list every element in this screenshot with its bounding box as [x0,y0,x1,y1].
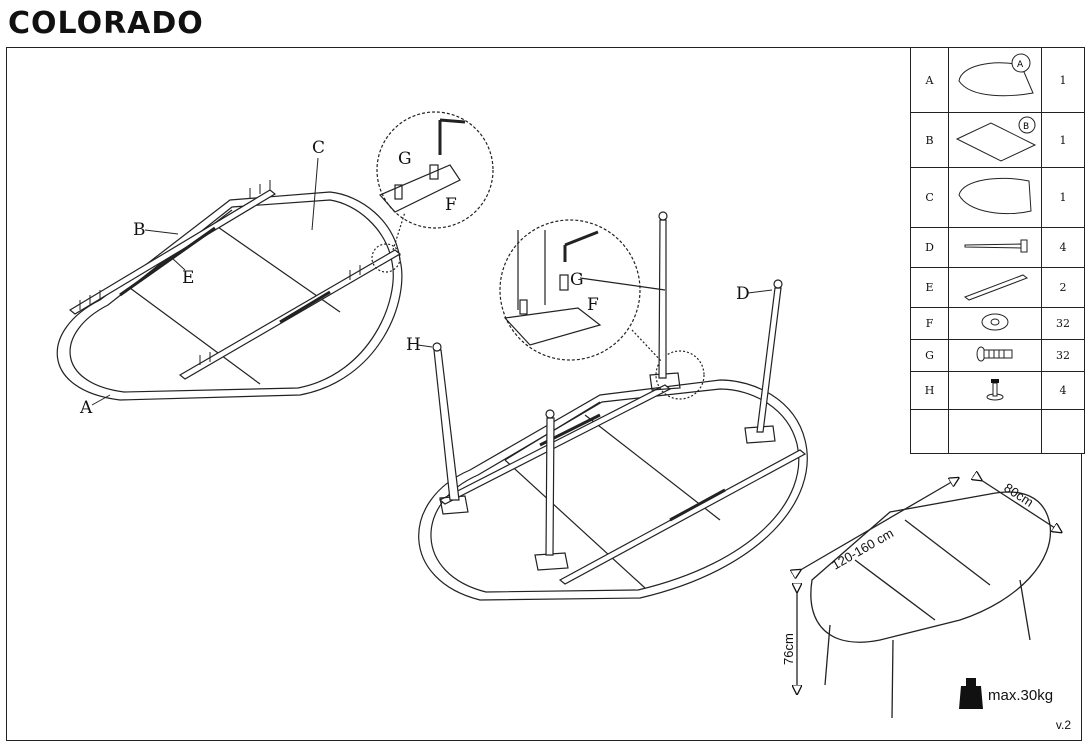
table-row: F 32 [909,307,1086,340]
part-qty: 1 [1040,112,1086,168]
svg-text:D: D [736,284,750,304]
svg-text:E: E [182,268,194,288]
detail-circle-2: G F [499,219,666,363]
svg-text:G: G [570,270,584,290]
table-row: G 32 [909,339,1086,372]
detail-circle-1: G F [376,111,494,251]
leg-h [433,349,460,501]
empty-cell [948,409,1042,454]
table-row: H 4 [909,371,1086,410]
screw-icon [948,339,1042,372]
washer-icon [948,307,1042,340]
part-qty: 4 [1040,227,1086,268]
tabletop-half-icon [948,167,1042,228]
svg-text:A: A [1017,60,1024,70]
svg-text:C: C [312,138,325,158]
svg-text:F: F [587,295,599,315]
extension-leaf-icon: B [948,112,1042,168]
svg-text:B: B [1023,122,1029,132]
part-qty: 1 [1040,167,1086,228]
part-qty: 2 [1040,267,1086,308]
svg-text:B: B [133,220,146,240]
part-id: G [909,339,950,372]
table-row: C 1 [909,167,1086,228]
dimension-drawing [797,478,1058,719]
part-id [909,409,950,454]
part-id: B [909,112,950,168]
part-qty: 32 [1040,339,1086,372]
step1-labels: A B C E [79,138,325,418]
part-id: C [909,167,950,228]
step2-tabletop [418,350,808,601]
table-row: D 4 [909,227,1086,268]
table-row: E 2 [909,267,1086,308]
table-leg-icon [948,227,1042,268]
svg-text:G: G [398,149,412,169]
part-qty: 1 [1040,47,1086,113]
max-load-label: max.30kg [988,687,1054,704]
parts-table: A A 1 B B 1 C 1 D 4 E 2 F [909,47,1086,454]
table-legs [432,211,783,556]
screw-marks-1 [79,180,361,365]
part-qty: 4 [1040,371,1086,410]
height-dimension: 76cm [781,633,796,665]
part-id: D [909,227,950,268]
svg-text:F: F [445,195,457,215]
part-id: E [909,267,950,308]
part-qty [1040,409,1086,454]
part-id: H [909,371,950,410]
part-id: F [909,307,950,340]
step1-tabletop [56,180,403,401]
leg-back [658,219,667,379]
leveler-foot-icon [948,371,1042,410]
leg-front [545,417,555,556]
svg-text:H: H [406,335,421,355]
table-row: B B 1 [909,112,1086,168]
part-id: A [909,47,950,113]
table-row [909,409,1086,454]
page-title: COLORADO [8,6,204,41]
rail-bar-icon [948,267,1042,308]
svg-text:A: A [79,398,93,418]
step2-labels: H D [406,284,773,355]
weight-icon [959,678,983,709]
version-label: v.2 [1055,718,1071,732]
part-qty: 32 [1040,307,1086,340]
table-row: A A 1 [909,47,1086,113]
tabletop-half-icon: A [948,47,1042,113]
